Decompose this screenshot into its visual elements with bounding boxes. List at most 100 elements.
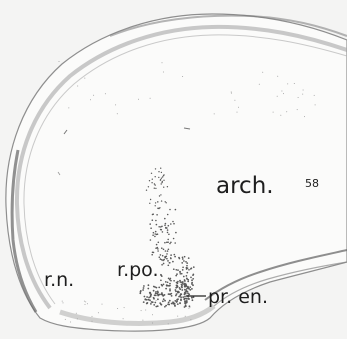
speck <box>70 322 71 323</box>
stipple-dot <box>185 261 187 263</box>
stipple-dot <box>170 280 172 282</box>
stipple-dot <box>186 291 188 293</box>
stipple-dot <box>162 260 164 262</box>
speck <box>273 112 274 113</box>
stipple-dot <box>155 231 157 233</box>
stipple-dot <box>170 223 172 225</box>
stipple-dot <box>146 296 148 298</box>
stipple-dot <box>156 214 158 216</box>
speck <box>59 61 60 62</box>
stipple-dot <box>163 249 165 251</box>
stipple-dot <box>151 254 153 256</box>
stipple-dot <box>154 183 155 184</box>
stipple-dot <box>153 290 155 292</box>
stipple-dot <box>175 209 177 211</box>
stipple-dot <box>163 298 165 300</box>
stipple-dot <box>143 301 145 303</box>
stipple-dot <box>168 225 170 227</box>
stipple-dot <box>170 258 172 260</box>
stipple-dot <box>154 302 156 304</box>
stipple-dot <box>188 293 190 295</box>
stipple-dot <box>158 177 159 178</box>
stipple-dot <box>143 287 145 289</box>
stipple-dot <box>161 229 163 231</box>
label-rpo: r.po. <box>117 259 159 281</box>
stipple-dot <box>175 291 177 293</box>
speck <box>189 307 190 308</box>
stipple-dot <box>185 304 187 306</box>
stipple-dot <box>158 242 160 244</box>
stipple-dot <box>152 252 154 254</box>
stipple-dot <box>167 229 169 231</box>
stipple-dot <box>153 297 155 299</box>
stipple-dot <box>161 182 162 183</box>
stipple-dot <box>177 282 179 284</box>
stipple-dot <box>166 202 167 203</box>
label-corner-number: 58 <box>305 177 319 190</box>
stipple-dot <box>144 296 146 298</box>
speck <box>185 316 186 317</box>
stipple-dot <box>186 302 188 304</box>
stipple-dot <box>167 260 169 262</box>
stipple-dot <box>175 275 177 277</box>
stipple-dot <box>169 283 171 285</box>
stipple-dot <box>149 203 150 204</box>
speck <box>85 304 86 305</box>
stipple-dot <box>160 279 162 281</box>
stipple-dot <box>143 285 145 287</box>
stipple-dot <box>163 263 165 265</box>
stipple-dot <box>182 296 184 298</box>
stipple-dot <box>151 173 152 174</box>
stipple-dot <box>184 285 186 287</box>
speck <box>156 300 157 301</box>
stipple-dot <box>178 296 180 298</box>
speck <box>68 107 69 108</box>
stipple-dot <box>173 238 175 240</box>
stipple-dot <box>145 298 147 300</box>
speck <box>190 319 191 320</box>
stipple-dot <box>160 168 161 169</box>
stipple-dot <box>173 223 175 225</box>
stipple-dot <box>167 214 169 216</box>
stipple-dot <box>152 213 154 215</box>
stipple-dot <box>172 261 174 263</box>
stipple-dot <box>183 299 185 301</box>
speck <box>314 95 315 96</box>
stipple-dot <box>187 281 189 283</box>
stipple-dot <box>161 304 163 306</box>
stipple-dot <box>157 293 159 295</box>
stipple-dot <box>181 286 183 288</box>
stipple-dot <box>155 168 156 169</box>
stipple-dot <box>173 280 175 282</box>
stipple-dot <box>164 225 166 227</box>
stipple-dot <box>165 227 167 229</box>
stipple-dot <box>155 306 157 308</box>
stipple-dot <box>186 298 188 300</box>
stipple-dot <box>177 281 179 283</box>
stipple-dot <box>153 232 155 234</box>
stipple-dot <box>185 283 187 285</box>
speck <box>162 62 163 63</box>
speck <box>85 301 86 302</box>
speck <box>297 109 298 110</box>
stipple-dot <box>174 254 176 256</box>
stipple-dot <box>147 302 149 304</box>
stipple-dot <box>181 273 183 275</box>
stipple-dot <box>180 293 182 295</box>
stipple-dot <box>179 271 181 273</box>
stipple-dot <box>180 296 182 298</box>
stipple-dot <box>162 300 164 302</box>
stipple-dot <box>170 254 172 256</box>
speck <box>90 99 91 100</box>
speck <box>182 76 183 77</box>
stipple-dot <box>150 199 151 200</box>
stipple-dot <box>164 257 166 259</box>
stipple-dot <box>167 250 169 252</box>
stipple-dot <box>155 247 157 249</box>
stipple-dot <box>182 269 184 271</box>
stipple-dot <box>148 284 150 286</box>
stipple-dot <box>168 278 170 280</box>
stipple-dot <box>174 303 176 305</box>
speck <box>152 314 153 315</box>
stipple-dot <box>162 231 164 233</box>
